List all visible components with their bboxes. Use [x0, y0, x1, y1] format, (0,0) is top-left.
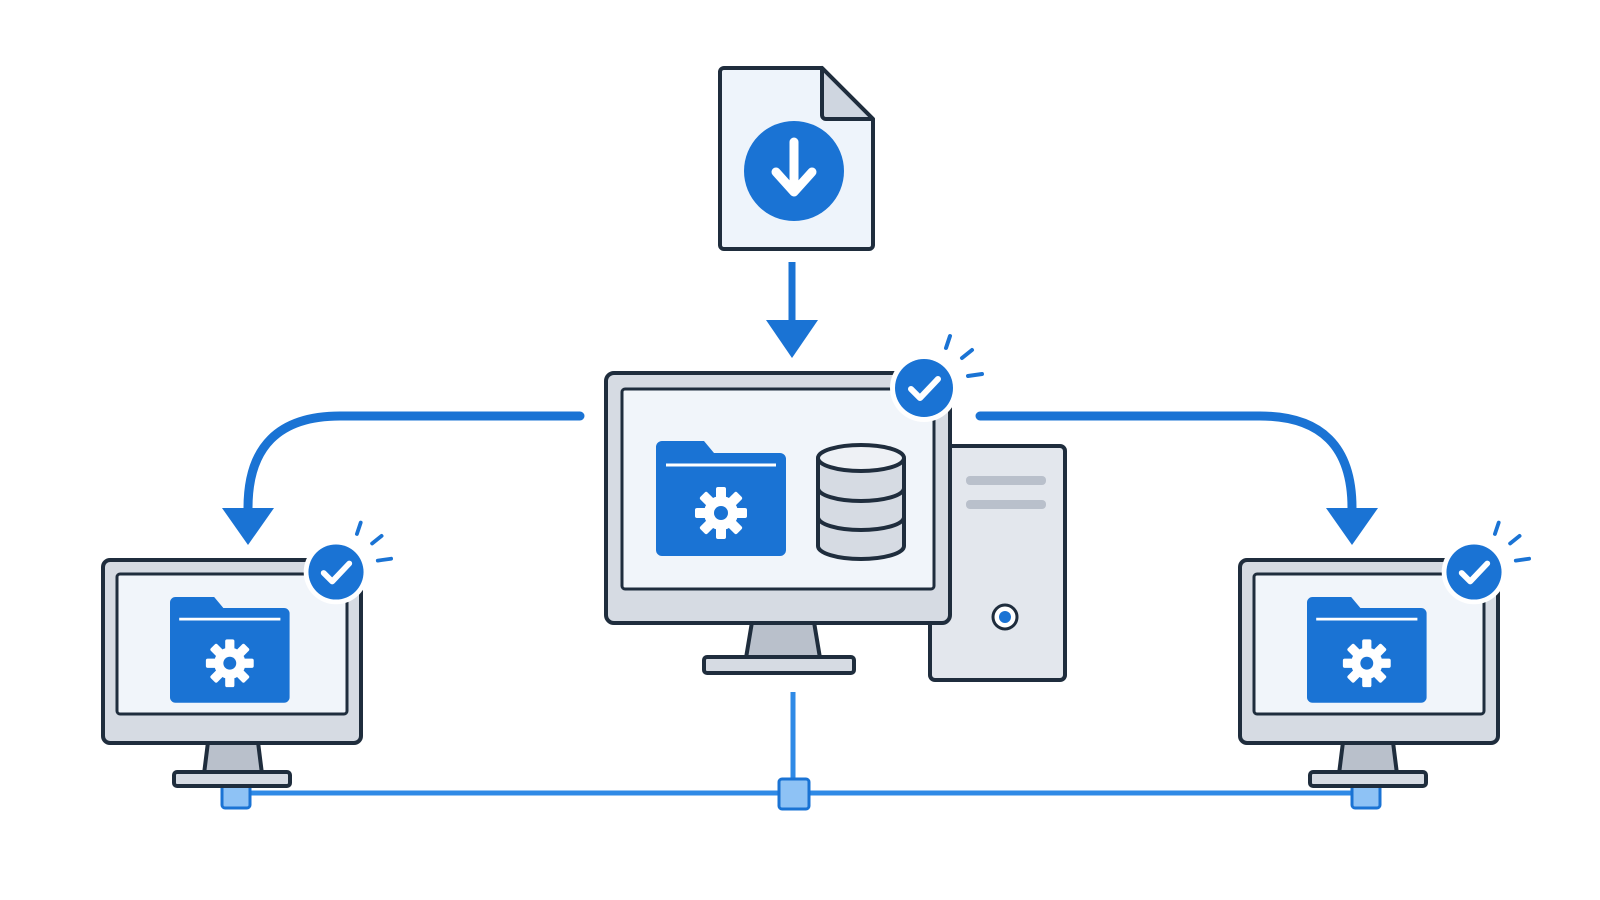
tower-pc-icon — [928, 444, 1067, 682]
server-to-left-client-arrow — [222, 411, 585, 545]
folder-gear-icon — [654, 439, 788, 558]
folder-gear-icon — [1305, 595, 1428, 705]
download-file-icon — [718, 66, 875, 251]
check-badge-icon — [304, 523, 391, 605]
client-right — [1238, 523, 1529, 788]
package-to-server-arrow — [766, 262, 818, 358]
server-to-right-client-arrow — [975, 411, 1378, 545]
check-badge-icon — [890, 336, 982, 422]
database-icon — [816, 443, 906, 561]
bus-node-center — [777, 777, 811, 811]
network-bus — [220, 692, 1382, 811]
check-badge-icon — [1442, 523, 1529, 605]
folder-gear-icon — [168, 595, 291, 705]
central-server — [604, 336, 1067, 682]
client-left — [101, 523, 391, 788]
